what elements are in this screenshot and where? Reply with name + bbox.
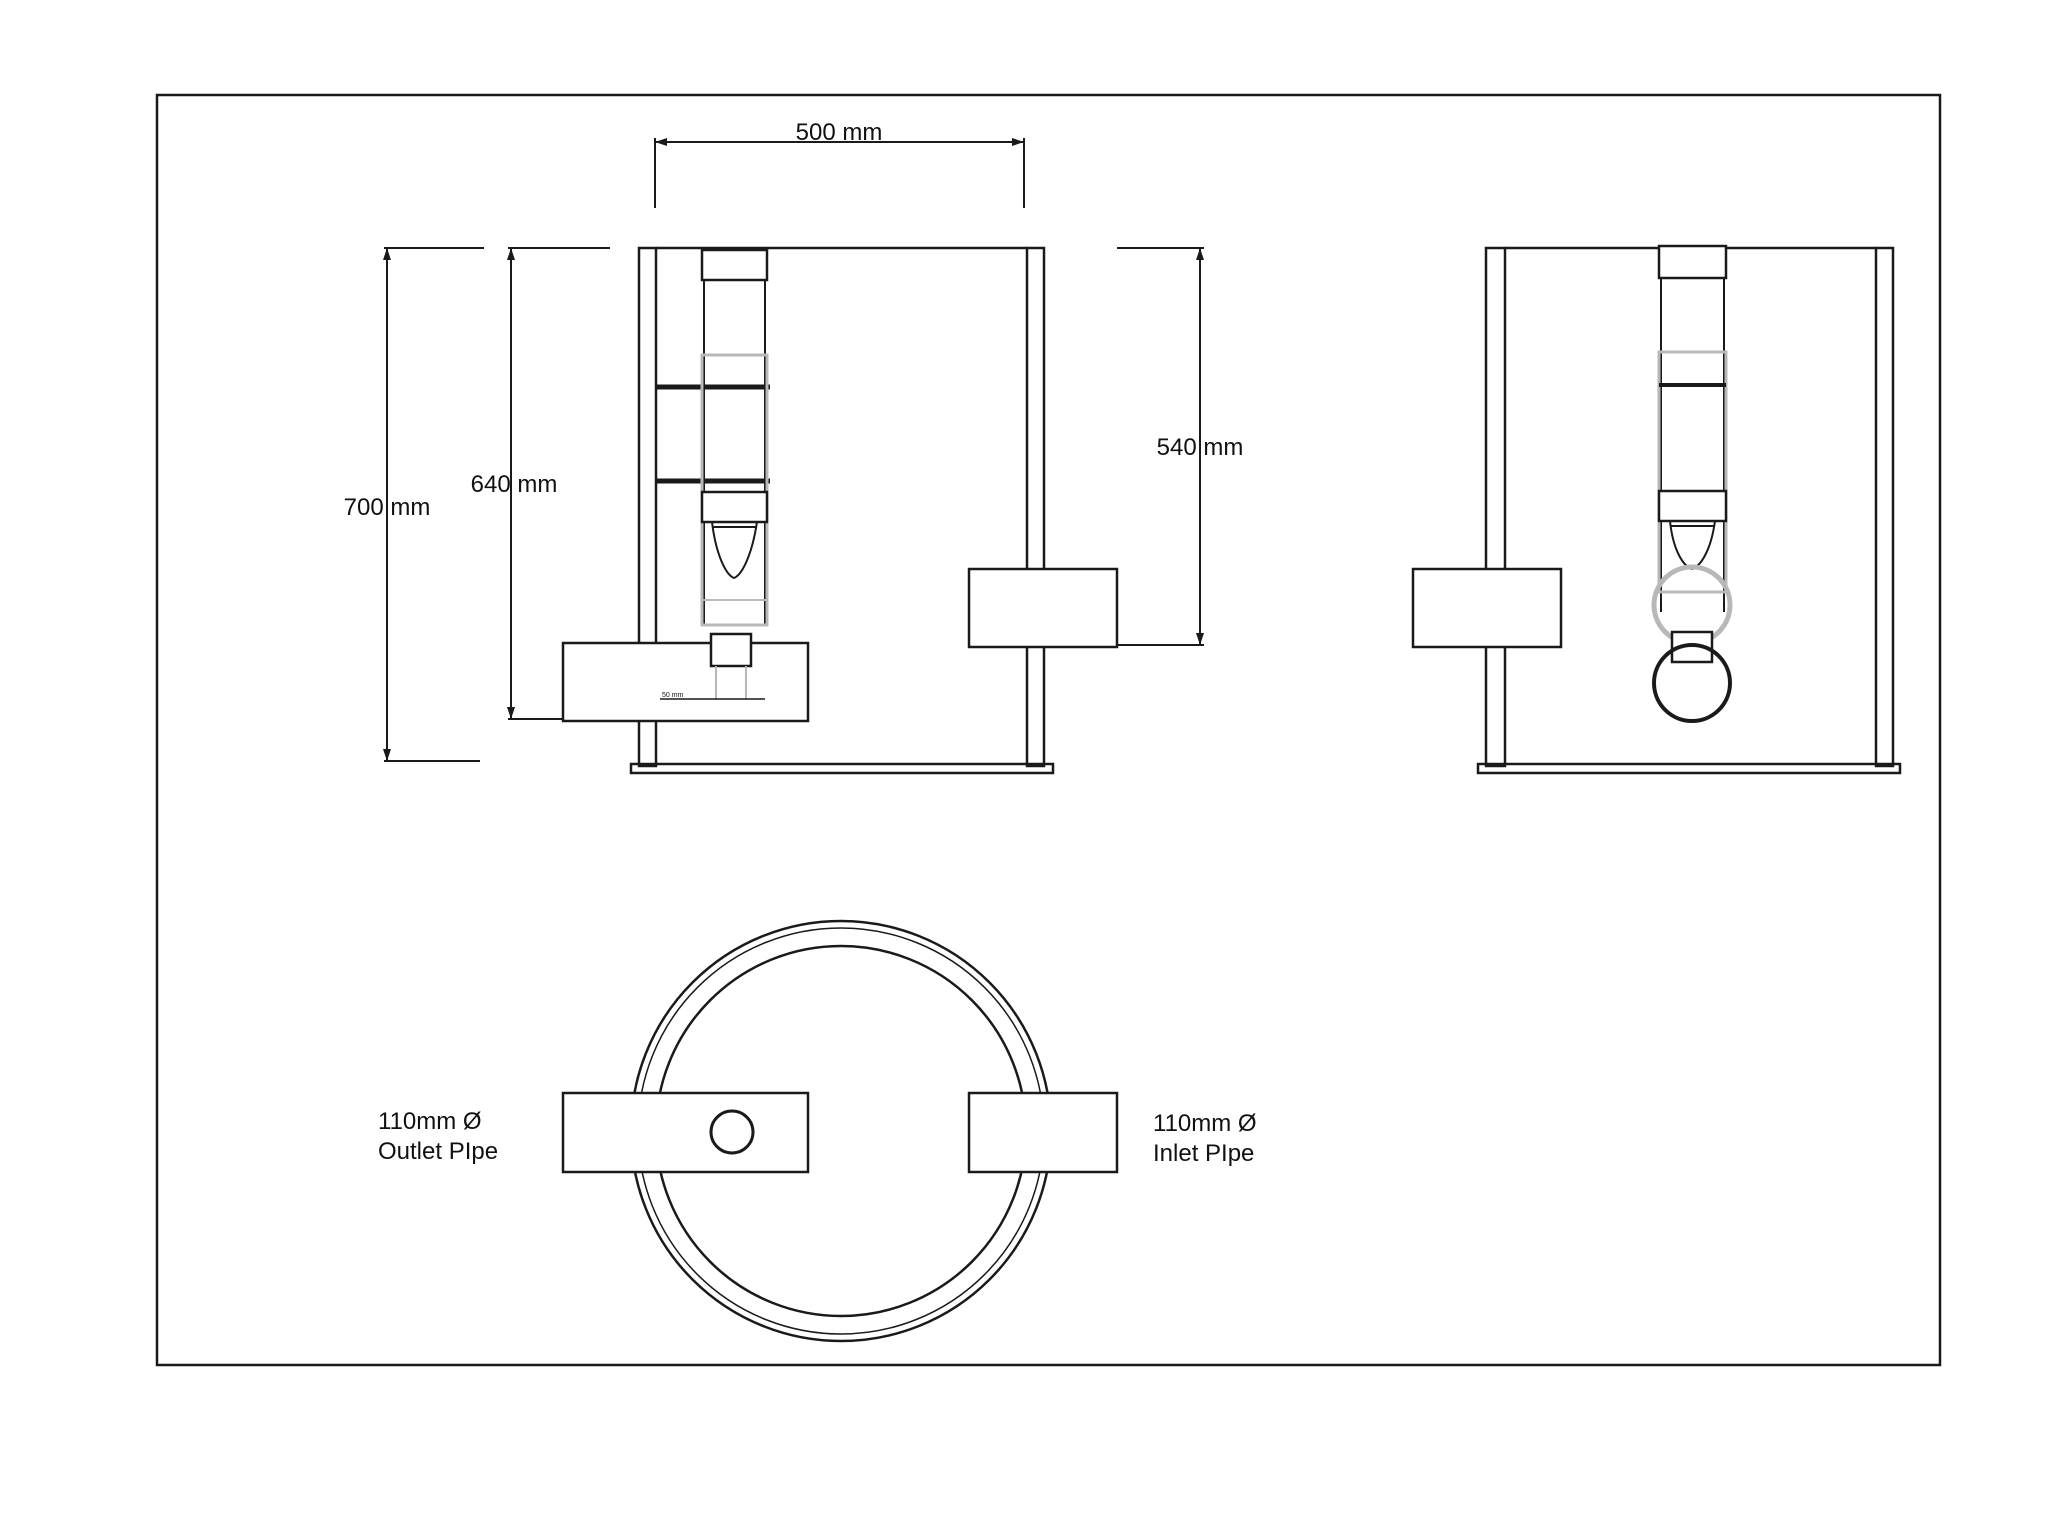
- front-elevation: 50 mm: [561, 246, 1119, 775]
- dim-700-arrow-top: [383, 248, 391, 260]
- dim-640-arrow-top: [507, 248, 515, 260]
- outlet-pipe-front: [561, 641, 810, 723]
- outlet-coupling: [709, 632, 753, 668]
- outlet-small-dim-label: 50 mm: [662, 692, 684, 699]
- dim-height-outlet: 640 mm: [471, 247, 610, 720]
- outlet-pipe-label-name: Outlet PIpe: [378, 1138, 498, 1165]
- dim-540-arrow-top: [1196, 248, 1204, 260]
- filter-cone: [710, 521, 759, 580]
- tank-base: [629, 762, 1055, 775]
- dim-width-label: 500 mm: [796, 119, 883, 146]
- dim-height-inlet: 540 mm: [1117, 247, 1244, 646]
- plan-riser-circle: [709, 1109, 755, 1155]
- side-elevation: [1411, 244, 1902, 775]
- inlet-pipe-label-size: 110mm Ø: [1153, 1110, 1257, 1137]
- tank-wall-right: [1025, 246, 1046, 768]
- dim-540-arrow-bottom: [1196, 633, 1204, 645]
- dim-width-arrow-right: [1012, 138, 1024, 146]
- inlet-pipe-label-name: Inlet PIpe: [1153, 1140, 1254, 1167]
- side-riser-cap: [1657, 244, 1728, 280]
- side-wall-right: [1874, 246, 1895, 768]
- riser-cap: [700, 248, 769, 282]
- drawing-frame: [155, 93, 1942, 1367]
- dim-700-arrow-bottom: [383, 749, 391, 761]
- inlet-pipe-front: [967, 567, 1119, 649]
- side-outlet-pipe-end: [1652, 643, 1732, 723]
- filter-cartridge: [700, 353, 769, 627]
- outlet-pipe-label-size: 110mm Ø: [378, 1108, 482, 1135]
- dim-width-arrow-left: [655, 138, 667, 146]
- side-base: [1476, 762, 1902, 775]
- dim-540-label: 540 mm: [1157, 434, 1244, 461]
- tank-wall-left: [637, 246, 658, 768]
- side-filter-cone: [1668, 520, 1717, 571]
- filter-head: [700, 490, 769, 524]
- dim-height-total: 700 mm: [344, 247, 484, 762]
- dim-640-arrow-bottom: [507, 707, 515, 719]
- plan-outlet-pipe: [561, 1091, 810, 1174]
- plan-inlet-pipe: [967, 1091, 1119, 1174]
- side-filter-head: [1657, 489, 1728, 523]
- side-inlet-pipe: [1411, 567, 1563, 649]
- dim-width: 500 mm: [654, 119, 1025, 208]
- side-wall-left: [1484, 246, 1507, 768]
- dim-640-label: 640 mm: [471, 471, 558, 498]
- plan-view: 110mm Ø Outlet PIpe 110mm Ø Inlet PIpe: [378, 919, 1257, 1343]
- side-filter-cartridge: [1657, 350, 1728, 594]
- dim-700-label: 700 mm: [344, 494, 431, 521]
